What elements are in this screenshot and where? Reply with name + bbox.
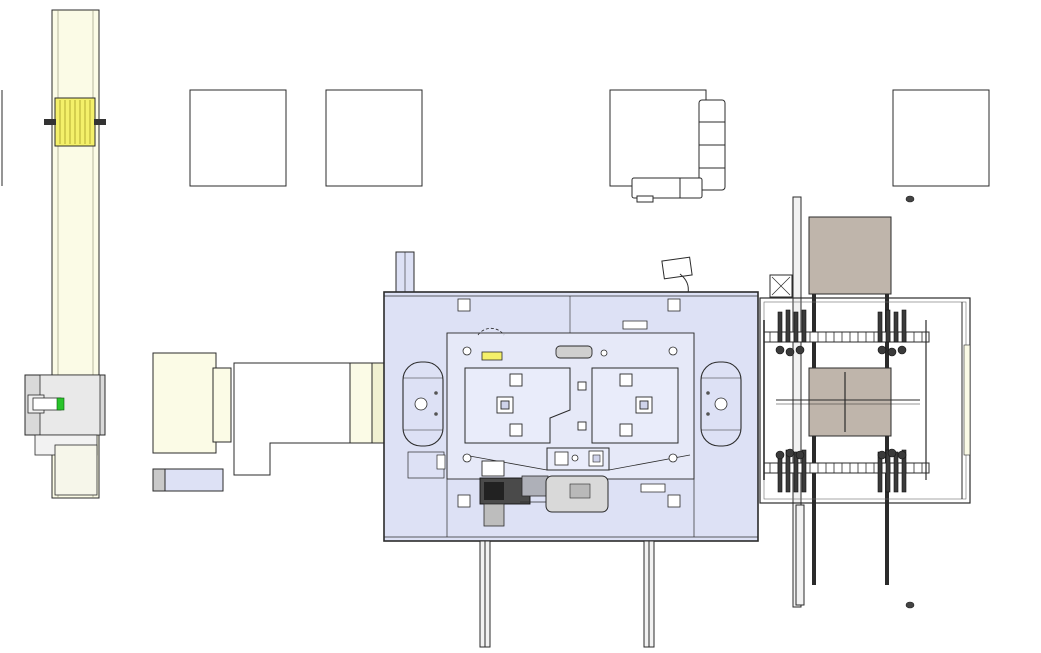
main-machine: [383, 251, 759, 648]
station-outline-2: [325, 89, 423, 187]
station-outlines: [1, 89, 990, 187]
gripper-clusters: [775, 309, 907, 493]
hopper-box: [152, 352, 217, 454]
left-air-tank: [402, 361, 444, 447]
yellow-warning-tag: [481, 351, 503, 361]
right-cover-plate: [591, 367, 679, 444]
overhead-crane: [24, 9, 106, 499]
station-outline-1: [189, 89, 287, 187]
support-legs: [479, 540, 655, 648]
top-motor: [555, 345, 593, 359]
conveyor-plate-top: [808, 216, 892, 295]
trolley-wheel-left: [44, 119, 56, 125]
feed-chute-group: [152, 352, 387, 492]
conveyor-plate-middle: [808, 367, 892, 437]
sensor-box: [661, 256, 693, 280]
crane-hoist-green-indicator: [56, 397, 65, 411]
conveyor-module: [759, 196, 971, 608]
cable-cabinet: [631, 99, 726, 203]
floor-anchors: [905, 195, 915, 609]
corner-plates: [457, 298, 681, 508]
trolley-wheel-right: [94, 119, 106, 125]
chain-bars: [763, 331, 930, 474]
left-cover-plate: [464, 367, 571, 444]
right-air-tank: [700, 361, 742, 447]
drive-motor: [479, 460, 609, 527]
station-outline-4: [892, 89, 990, 187]
frame-bolts: [462, 346, 678, 463]
